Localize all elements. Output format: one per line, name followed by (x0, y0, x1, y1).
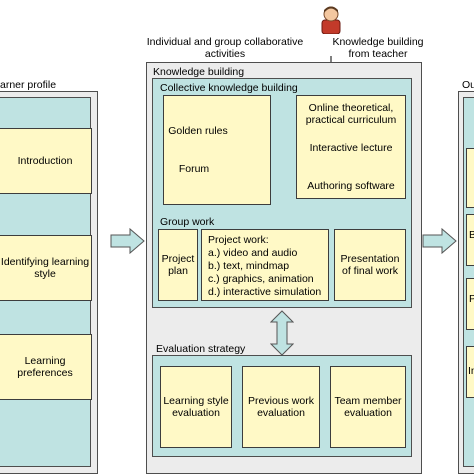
learner-profile-title: arner profile (0, 79, 57, 91)
learning-preferences-box: Learning preferences (0, 334, 92, 400)
learning-style-evaluation-box: Learning style evaluation (160, 366, 232, 448)
team-member-evaluation-box: Team member evaluation (330, 366, 406, 448)
double-arrow-vertical-icon (270, 310, 294, 356)
project-plan-box: Project plan (158, 229, 198, 301)
project-work-box: Project work: a.) video and audio b.) te… (201, 229, 329, 301)
right-column-letter: P (469, 293, 474, 305)
arrow-right-icon (422, 227, 457, 255)
project-work-item: b.) text, mindmap (208, 260, 290, 272)
evaluation-title: Evaluation strategy (156, 343, 246, 355)
interactive-lecture-label: Interactive lecture (309, 142, 393, 154)
authoring-software-label: Authoring software (307, 180, 395, 192)
right-column-box (466, 148, 474, 208)
teacher-person-icon (321, 6, 341, 34)
knowledge-building-title: Knowledge building (153, 66, 245, 78)
right-column-letter: In (468, 365, 474, 377)
arrow-right-icon (110, 227, 145, 255)
introduction-box: Introduction (0, 128, 92, 194)
identifying-learning-style-box: Identifying learning style (0, 235, 92, 301)
collective-left-box: Golden rules Forum (163, 95, 271, 205)
curriculum-label: Online theoretical, practical curriculum (305, 102, 397, 126)
collective-knowledge-title: Collective knowledge building (160, 82, 298, 94)
project-work-item: a.) video and audio (208, 247, 298, 259)
presentation-box: Presentation of final work (334, 229, 406, 301)
project-work-title: Project work: (208, 234, 269, 246)
right-column-letter: B (469, 229, 474, 241)
right-column-title: Ou (462, 79, 474, 91)
forum-label: Forum (178, 163, 210, 175)
teacher-label: Knowledge building from teacher (332, 36, 424, 60)
group-work-title: Group work (160, 216, 215, 228)
project-work-item: c.) graphics, animation (208, 273, 314, 285)
right-column-box: B (466, 214, 474, 266)
previous-work-evaluation-box: Previous work evaluation (242, 366, 320, 448)
collective-right-box: Online theoretical, practical curriculum… (296, 95, 406, 199)
right-column-box: P (466, 278, 474, 330)
project-work-item: d.) interactive simulation (208, 286, 322, 298)
activities-label: Individual and group collaborative activ… (146, 36, 304, 60)
right-column-box: In (466, 346, 474, 398)
golden-rules-label: Golden rules (168, 125, 228, 137)
